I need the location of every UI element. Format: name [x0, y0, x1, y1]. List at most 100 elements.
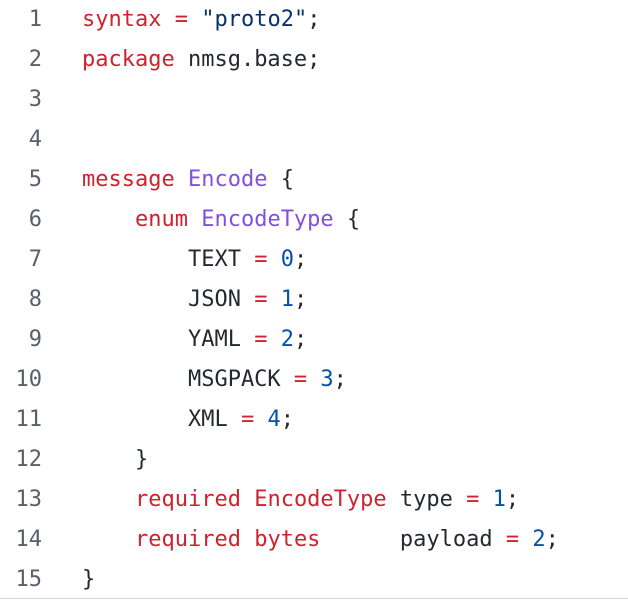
code-text: required bytes payload = 2;: [82, 520, 559, 560]
code-token: }: [82, 567, 96, 592]
bottom-divider: [0, 598, 628, 599]
code-token: JSON: [82, 287, 255, 312]
code-text: package nmsg.base;: [82, 40, 320, 80]
code-token: [307, 367, 320, 392]
code-line: 6 enum EncodeType {: [0, 200, 628, 240]
code-line: 8 JSON = 1;: [0, 280, 628, 320]
code-token: {: [267, 167, 294, 192]
code-line: 1 syntax = "proto2";: [0, 0, 628, 40]
code-text: enum EncodeType {: [82, 200, 360, 240]
code-text: required EncodeType type = 1;: [82, 480, 519, 520]
code-type-name: EncodeType: [201, 207, 334, 232]
code-line: 11 XML = 4;: [0, 400, 628, 440]
code-token: [241, 487, 254, 512]
code-token: [267, 327, 280, 352]
line-number: 6: [28, 207, 42, 232]
code-token: [479, 487, 492, 512]
code-token: [82, 527, 135, 552]
code-operator: =: [254, 287, 268, 312]
code-line: 10 MSGPACK = 3;: [0, 360, 628, 400]
code-token: [82, 207, 135, 232]
code-token: [82, 487, 135, 512]
line-number: 5: [28, 167, 42, 192]
code-line: 12 }: [0, 440, 628, 480]
line-number: 7: [28, 247, 42, 272]
code-keyword: enum: [134, 207, 188, 232]
code-text: }: [82, 440, 148, 480]
code-token: {: [333, 207, 361, 232]
code-token: payload: [320, 527, 506, 552]
line-number: 8: [28, 287, 42, 312]
code-operator: =: [240, 407, 255, 432]
code-token: ;: [505, 487, 520, 512]
code-text: MSGPACK = 3;: [82, 360, 347, 400]
code-text: message Encode {: [82, 160, 294, 200]
code-text: syntax = "proto2";: [82, 0, 320, 40]
code-number: 3: [320, 367, 334, 392]
code-token: [267, 287, 280, 312]
code-line: 13 required EncodeType type = 1;: [0, 480, 628, 520]
code-text: TEXT = 0;: [82, 240, 307, 280]
code-keyword: syntax: [82, 7, 162, 32]
code-token: ;: [545, 527, 559, 552]
code-number: 4: [267, 407, 281, 432]
code-type-name: Encode: [187, 167, 268, 192]
code-token: [267, 247, 280, 272]
code-token: [254, 407, 267, 432]
line-number: 9: [28, 327, 42, 352]
code-token: [188, 207, 201, 232]
line-number: 13: [15, 487, 43, 512]
code-operator: =: [466, 487, 480, 512]
code-token: [519, 527, 532, 552]
code-token: TEXT: [82, 247, 255, 272]
code-token: [161, 7, 174, 32]
code-token: ;: [280, 407, 294, 432]
line-number: 15: [15, 567, 43, 592]
code-operator: =: [505, 527, 520, 552]
code-operator: =: [254, 247, 268, 272]
code-token: ;: [293, 287, 308, 312]
code-token: YAML: [82, 327, 255, 352]
code-keyword: required: [134, 487, 241, 512]
code-token: ;: [333, 367, 347, 392]
code-token: MSGPACK: [82, 367, 294, 392]
code-line: 5 message Encode {: [0, 160, 628, 200]
line-number: 11: [15, 407, 43, 432]
code-token: [175, 167, 188, 192]
code-token: type: [386, 487, 467, 512]
line-number: 1: [28, 7, 42, 32]
code-number: 2: [532, 527, 546, 552]
code-keyword: required: [134, 527, 241, 552]
code-token: [241, 527, 254, 552]
code-token: [188, 7, 201, 32]
code-operator: =: [293, 367, 308, 392]
line-number: 12: [15, 447, 43, 472]
code-token: ;: [293, 327, 308, 352]
code-token: XML: [82, 407, 241, 432]
code-text: YAML = 2;: [82, 320, 307, 360]
code-line: 7 TEXT = 0;: [0, 240, 628, 280]
code-token: }: [82, 447, 149, 472]
code-line: 4: [0, 120, 628, 160]
code-number: 2: [280, 327, 294, 352]
line-number: 10: [15, 367, 43, 392]
code-line: 3: [0, 80, 628, 120]
line-number: 14: [15, 527, 43, 552]
code-token: ;: [307, 7, 321, 32]
code-keyword: package: [82, 47, 175, 72]
code-number: 0: [280, 247, 294, 272]
code-string: "proto2": [201, 7, 308, 32]
code-number: 1: [280, 287, 294, 312]
code-token: ;: [293, 247, 308, 272]
code-operator: =: [174, 7, 188, 32]
code-keyword: EncodeType: [254, 487, 387, 512]
code-number: 1: [492, 487, 506, 512]
line-number: 4: [28, 127, 42, 152]
line-number: 2: [28, 47, 42, 72]
code-keyword: bytes: [254, 527, 321, 552]
code-text: JSON = 1;: [82, 280, 307, 320]
code-text: }: [82, 560, 95, 600]
code-line: 9 YAML = 2;: [0, 320, 628, 360]
code-line: 14 required bytes payload = 2;: [0, 520, 628, 560]
